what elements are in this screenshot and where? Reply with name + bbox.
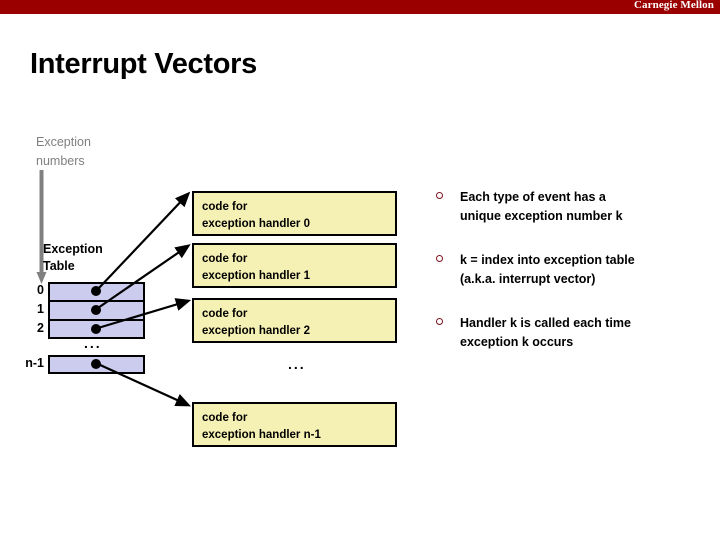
code-boxes-ellipsis: ... [288,356,306,372]
code-box-line2: exception handler 1 [202,270,311,282]
code-box-line1: code for [202,412,248,424]
bullet-line1: Handler k is called each time [460,316,631,330]
exception-numbers-label: Exception numbers [36,133,146,171]
bullet-line1: k = index into exception table [460,253,635,267]
code-box-handler-n-1: code for exception handler n-1 [192,402,397,447]
table-row-label-n-1: n-1 [25,356,44,370]
table-ellipsis: ... [84,335,102,351]
bullet-line2: exception k occurs [460,335,574,349]
exception-table-label-line1: Exception [43,242,103,256]
table-row-label-1: 1 [37,302,44,316]
table-row [48,282,145,301]
table-row-label-2: 2 [37,321,44,335]
list-item: k = index into exception table (a.k.a. i… [432,251,714,289]
table-row [48,355,145,374]
code-box-handler-0: code for exception handler 0 [192,191,397,236]
bullet-circle-icon [436,192,443,199]
code-box-handler-2: code for exception handler 2 [192,298,397,343]
header-banner: Carnegie Mellon [0,0,720,14]
exception-table-label-line2: Table [43,259,75,273]
code-box-line2: exception handler 2 [202,325,311,337]
code-box-line1: code for [202,201,248,213]
exception-numbers-label-line2: numbers [36,154,85,168]
list-item: Handler k is called each time exception … [432,314,714,352]
table-row [48,301,145,320]
code-box-line1: code for [202,308,248,320]
pointer-arrow-0 [97,191,191,290]
list-item: Each type of event has a unique exceptio… [432,188,714,226]
bullet-line2: unique exception number k [460,209,623,223]
code-box-line1: code for [202,253,248,265]
code-box-line2: exception handler n-1 [202,429,321,441]
bullet-circle-icon [436,255,443,262]
page-title: Interrupt Vectors [30,48,257,80]
bullet-line2: (a.k.a. interrupt vector) [460,272,596,286]
bullet-list: Each type of event has a unique exceptio… [432,188,714,377]
exception-numbers-label-line1: Exception [36,135,91,149]
code-box-line2: exception handler 0 [202,218,311,230]
code-box-handler-1: code for exception handler 1 [192,243,397,288]
exception-numbers-down-arrow-icon [36,170,47,284]
table-row-label-0: 0 [37,283,44,297]
bullet-circle-icon [436,318,443,325]
exception-table-label: Exception Table [43,241,103,275]
bullet-line1: Each type of event has a [460,190,606,204]
carnegie-mellon-brand: Carnegie Mellon [633,0,714,11]
